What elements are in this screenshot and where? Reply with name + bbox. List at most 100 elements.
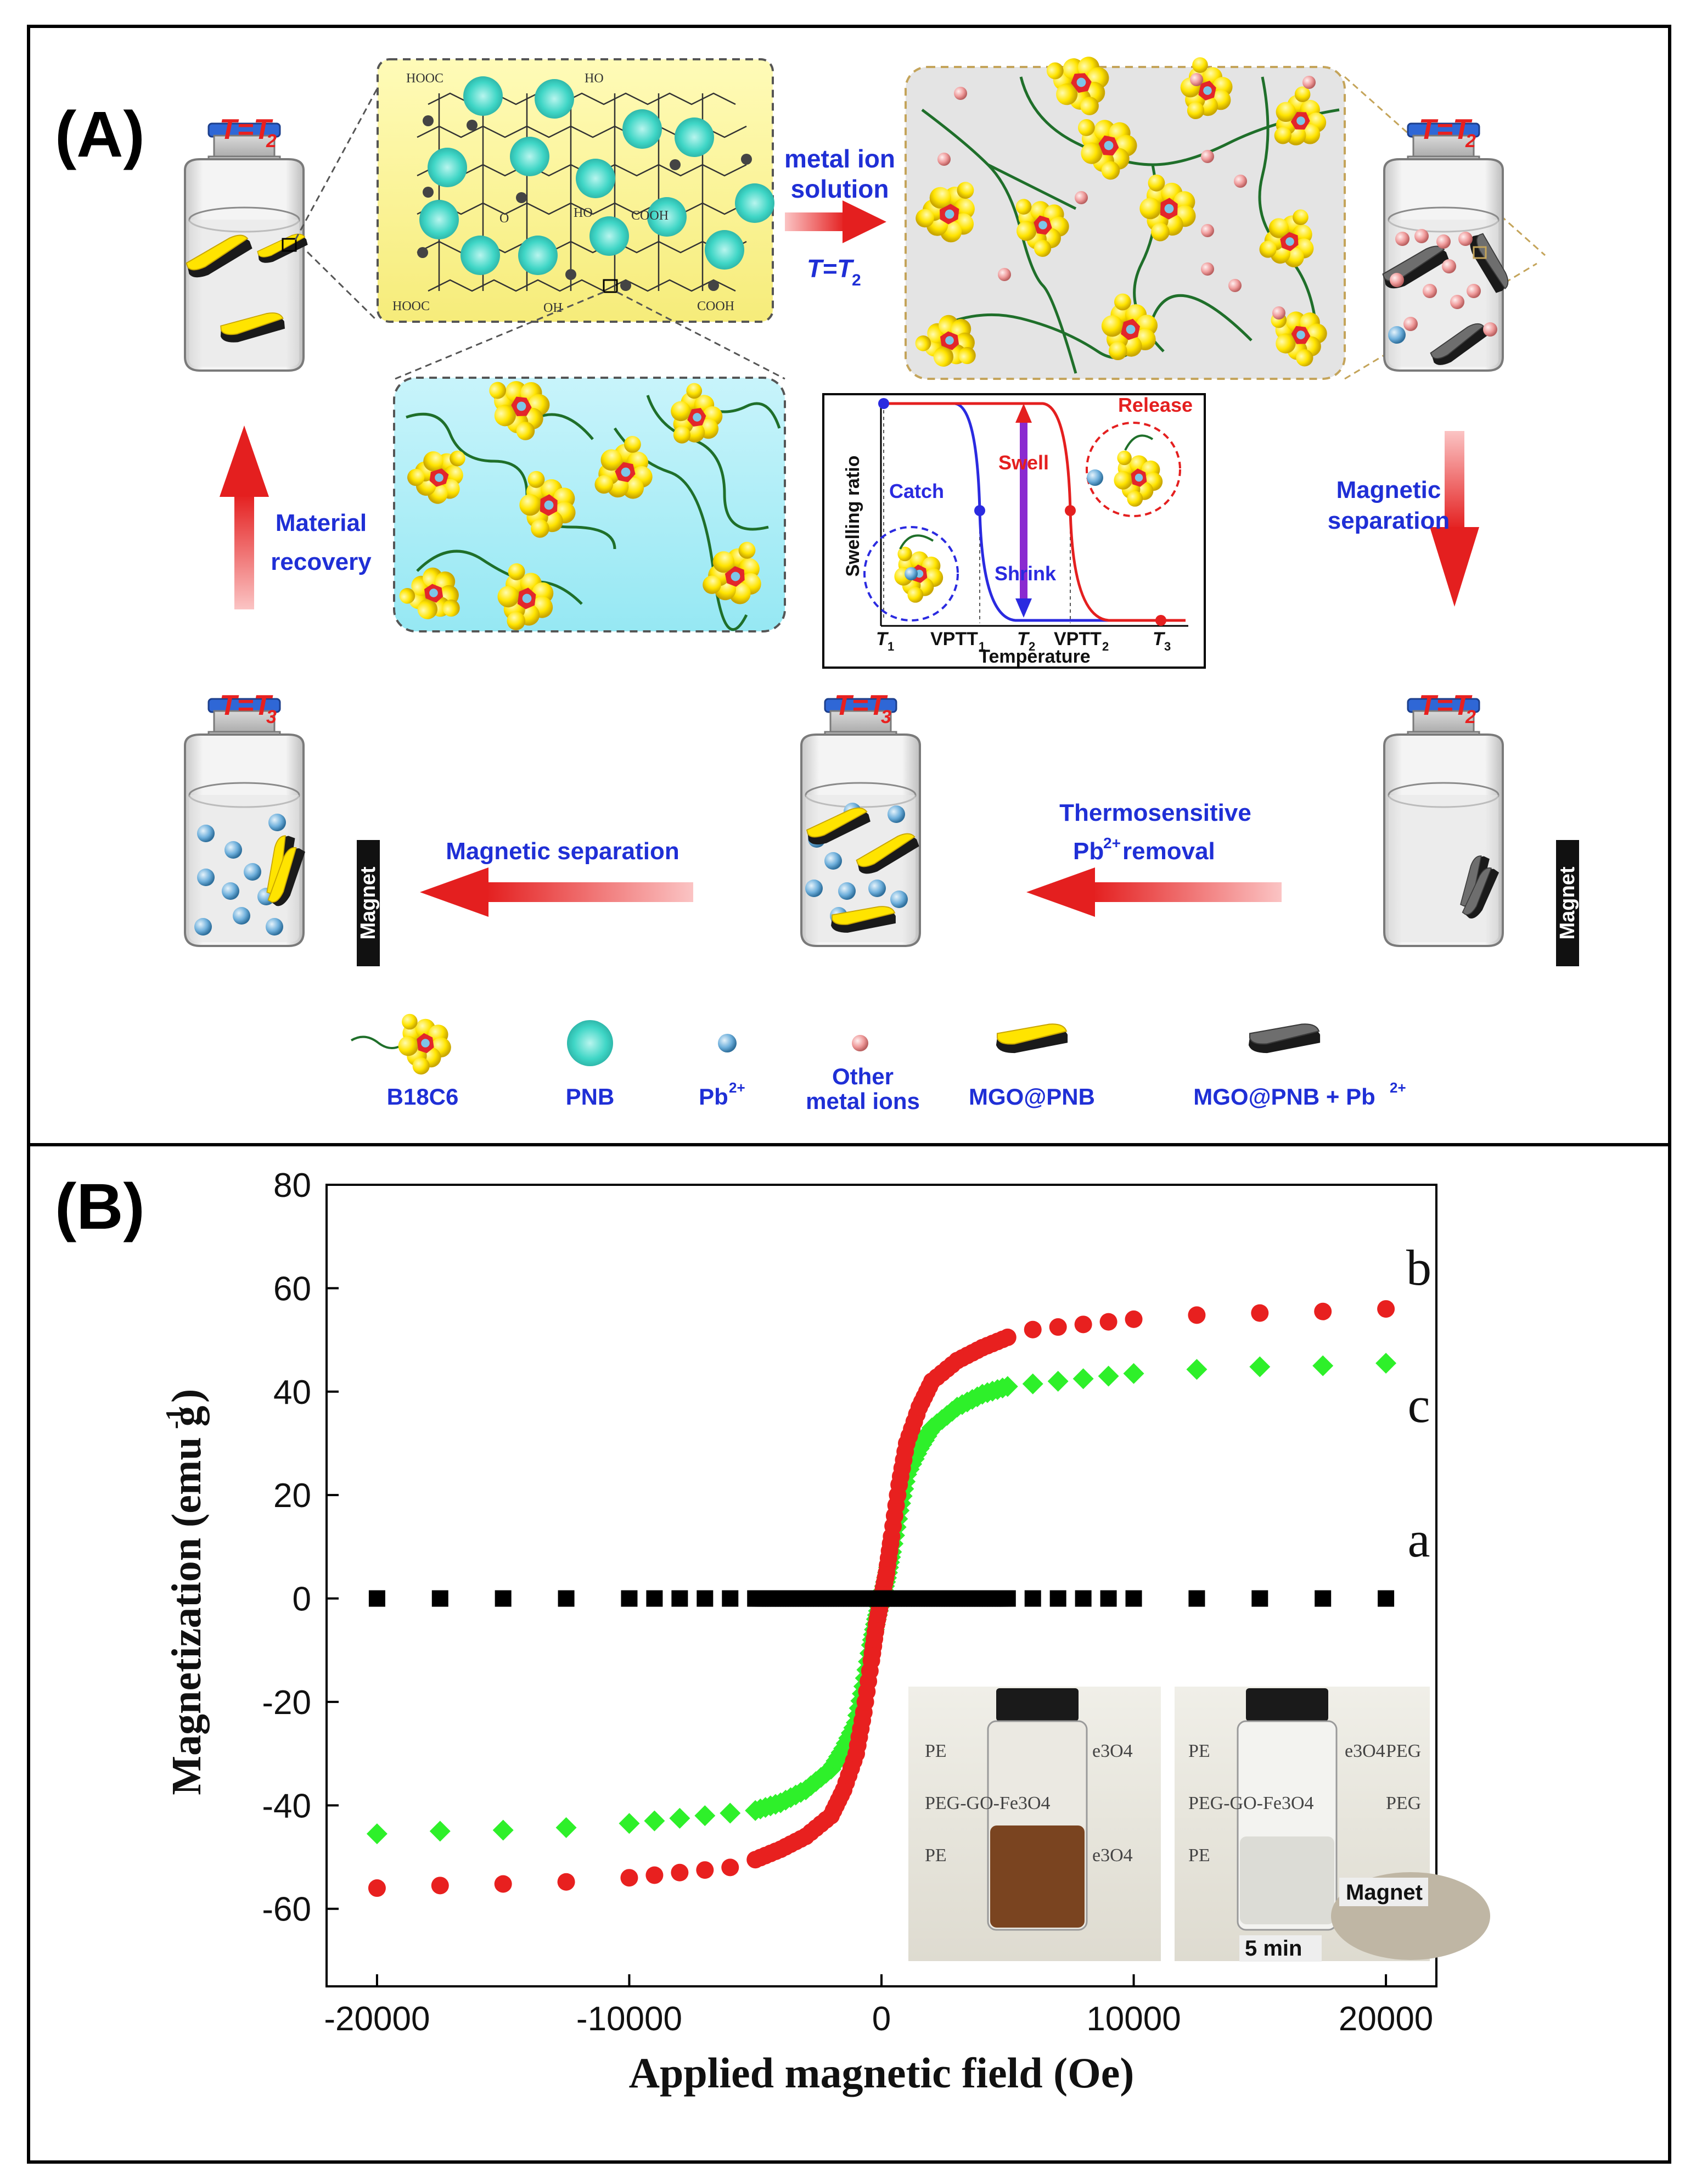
point-c xyxy=(1047,1370,1069,1392)
point-a xyxy=(1125,1590,1142,1607)
legend-pnb: PNB xyxy=(566,1084,615,1110)
photo2-row3: PE xyxy=(1188,1845,1210,1866)
step-metal-ion-line2: solution xyxy=(791,175,889,203)
legend-other-2: metal ions xyxy=(806,1088,920,1114)
point-c xyxy=(366,1823,388,1845)
vptt-inset-chart: Swelling ratio Temperature Catch Release… xyxy=(822,393,1206,669)
legend-mgo-pb-sup: 2+ xyxy=(1390,1079,1406,1096)
magnet-bar-left xyxy=(357,840,380,966)
point-c xyxy=(1249,1356,1271,1377)
point-c xyxy=(1186,1359,1208,1380)
point-b xyxy=(1024,1320,1042,1339)
photo2-row2: PEG-GO-Fe3O4 xyxy=(1188,1793,1314,1813)
magnet-bar-right xyxy=(1556,840,1579,966)
legend: B18C6 PNB Pb 2+ Other metal ions MGO@PNB… xyxy=(350,1013,1406,1114)
y-axis-title-main: Magnetization (emu g xyxy=(164,1405,210,1795)
point-c xyxy=(429,1821,451,1842)
step-metal-ion-temp: T=T xyxy=(807,254,855,283)
point-a xyxy=(1315,1590,1332,1607)
point-a xyxy=(621,1590,638,1607)
inset-vptt1-sub: 1 xyxy=(979,640,985,653)
point-a xyxy=(1049,1590,1066,1607)
inset-t1-sub: 1 xyxy=(888,640,894,653)
series-label-b: b xyxy=(1406,1240,1431,1296)
point-c xyxy=(1375,1352,1397,1374)
inset-t2: T xyxy=(1017,629,1030,649)
legend-other-icon xyxy=(852,1035,868,1051)
go-label-cooh-bottom: COOH xyxy=(697,299,734,313)
vial-3-temp-sub: 2 xyxy=(1465,707,1476,727)
point-c xyxy=(644,1810,665,1832)
point-b xyxy=(494,1875,512,1893)
y-axis-title: Magnetization (emu g -1 ) xyxy=(160,1389,210,1795)
vial-5 xyxy=(184,698,313,947)
inset-t1: T xyxy=(876,629,889,649)
inset-xlabel: Temperature xyxy=(979,646,1090,667)
point-c xyxy=(694,1805,716,1827)
point-c xyxy=(492,1819,514,1841)
vial-4 xyxy=(800,698,923,947)
inset-vptt2: VPTT xyxy=(1054,629,1102,649)
point-b xyxy=(998,1328,1017,1346)
arrow-metal-ion xyxy=(785,200,886,243)
legend-mgo: MGO@PNB xyxy=(969,1084,1095,1110)
magnet-label-right: Magnet xyxy=(1556,866,1579,939)
go-label-cooh-mid: COOH xyxy=(631,209,669,223)
point-b xyxy=(696,1861,714,1879)
photo1-row3-right: e3O4 xyxy=(1092,1845,1133,1866)
point-b xyxy=(721,1858,739,1877)
step-metal-ion-line1: metal ion xyxy=(784,144,895,173)
photo2-time: 5 min xyxy=(1245,1936,1302,1961)
step-thermosensitive-1: Thermosensitive xyxy=(1059,799,1251,826)
photo2-row1-right: e3O4 xyxy=(1345,1741,1385,1761)
y-tick-label: 20 xyxy=(273,1477,311,1515)
legend-pnb-icon xyxy=(567,1020,613,1066)
panel-b-label: (B) xyxy=(55,1171,145,1243)
point-a xyxy=(558,1590,575,1607)
go-label-ho-top: HO xyxy=(585,71,604,86)
photo1-row3-left: PE xyxy=(925,1845,947,1866)
vial-2 xyxy=(1378,122,1512,372)
point-a xyxy=(1024,1590,1041,1607)
arrow-material-recovery xyxy=(220,425,269,609)
go-label-ho-mid: HO xyxy=(574,206,593,220)
y-tick-label: -40 xyxy=(262,1787,311,1825)
go-label-o: O xyxy=(499,211,509,226)
vial-4-temp: T=T xyxy=(834,690,888,721)
point-c xyxy=(1123,1363,1144,1384)
inset-catch: Catch xyxy=(889,480,944,502)
point-a xyxy=(646,1590,663,1607)
photo2-magnet: Magnet xyxy=(1346,1880,1423,1905)
y-axis-title-sup: -1 xyxy=(160,1408,188,1429)
x-tick-label: 0 xyxy=(872,2000,891,2038)
photo2-row1-left: PE xyxy=(1188,1741,1210,1761)
point-a xyxy=(722,1590,739,1607)
point-b xyxy=(1251,1304,1269,1322)
y-tick-label: -20 xyxy=(262,1684,311,1722)
point-c xyxy=(1022,1373,1043,1395)
point-b xyxy=(557,1873,575,1891)
vial-5-temp: T=T xyxy=(220,690,273,721)
y-tick-label: 60 xyxy=(273,1270,311,1308)
inset-vptt1: VPTT xyxy=(930,629,978,649)
point-b xyxy=(671,1863,689,1881)
point-b xyxy=(1049,1318,1067,1336)
vial-3-temp: T=T xyxy=(1419,690,1473,721)
point-b xyxy=(620,1869,638,1887)
y-tick-label: -60 xyxy=(262,1891,311,1929)
pnb-network-panel xyxy=(393,367,786,639)
legend-pb: Pb xyxy=(699,1084,728,1110)
series-label-c: c xyxy=(1408,1377,1430,1433)
step-material-recovery-1: Material xyxy=(276,509,367,536)
step-magnetic-separation-bottom: Magnetic separation xyxy=(446,838,679,865)
point-b xyxy=(1314,1302,1332,1320)
go-structure-panel: HOOC HO HO O COOH HOOC OH COOH xyxy=(377,58,774,323)
point-b xyxy=(1377,1300,1395,1318)
legend-pb-icon xyxy=(718,1034,737,1052)
point-a xyxy=(697,1590,714,1607)
x-axis-title: Applied magnetic field (Oe) xyxy=(629,2049,1135,2097)
step-thermosensitive-removal: removal xyxy=(1122,838,1215,865)
point-a xyxy=(1251,1590,1268,1607)
x-tick-label: 20000 xyxy=(1339,2000,1433,2038)
